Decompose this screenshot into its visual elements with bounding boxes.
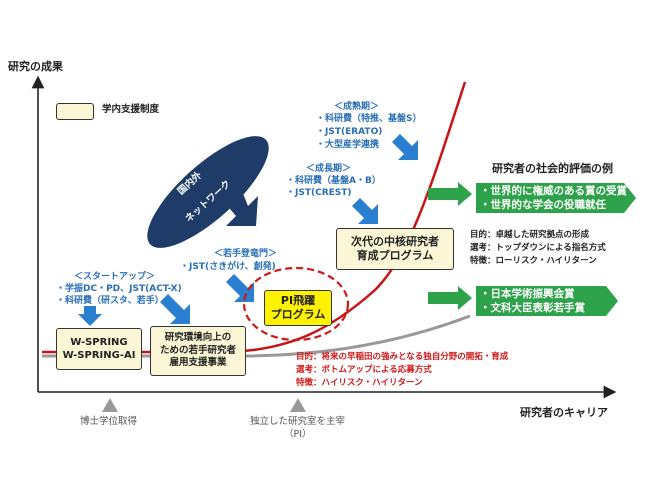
growth-arrow — [352, 198, 378, 224]
core-program-line-2: 育成プログラム — [356, 249, 434, 262]
milestone-phd-marker — [102, 398, 118, 412]
legend-swatch — [56, 103, 94, 120]
pi-program-line-2: プログラム — [270, 308, 326, 321]
growth-curve — [42, 81, 467, 354]
environment-box: 研究環境向上の ための若手研究者 雇用支援事業 — [150, 326, 246, 376]
startup-arrow-head — [78, 314, 102, 326]
milestone-pi-label-2: （PI） — [284, 429, 312, 440]
environment-line-3: 雇用支援事業 — [169, 357, 227, 369]
evaluation-upper-2: ・世界的な学会の役職就任 — [480, 199, 606, 211]
evaluation-title: 研究者の社会的評価の例 — [492, 162, 613, 175]
evaluation-lower-1: ・日本学術振興会賞 — [480, 288, 575, 300]
young-title: ＜若手登竜門＞ — [214, 249, 278, 259]
wspring-box: W-SPRING W-SPRING-AI — [56, 328, 142, 370]
mature-line-3: ・大型産学連携 — [316, 140, 380, 150]
milestone-pi-marker — [290, 398, 306, 412]
core-program-line-1: 次代の中核研究者 — [351, 234, 439, 248]
mature-line-1: ・科研費（特推、基盤S） — [316, 114, 422, 124]
young-arrow — [226, 274, 254, 302]
evaluation-upper-1: ・世界的に権威のある賞の受賞 — [480, 185, 627, 197]
core-desc-2: 選考：トップダウンによる指名方式 — [470, 243, 606, 253]
environment-line-1: 研究環境向上の — [164, 332, 232, 344]
mature-arrow — [392, 134, 418, 160]
evaluation-banner-lower-tip — [606, 286, 618, 316]
mature-title: ＜成熟期＞ — [334, 102, 380, 112]
environment-line-2: ための若手研究者 — [159, 344, 236, 356]
wspring-line-1: W-SPRING — [70, 337, 128, 348]
pi-program-box: PI飛躍 プログラム — [264, 290, 332, 326]
pi-desc-2: 選考：ボトムアップによる応募方式 — [296, 365, 432, 375]
evaluation-banner-lower — [476, 286, 606, 316]
evaluation-banner-upper-tip — [624, 183, 636, 213]
startup-line-1: ・学振DC・PD、JST(ACT-X) — [56, 284, 182, 294]
legend-label: 学内支援制度 — [102, 104, 160, 115]
startup-line-2: ・科研費（研スタ、若手） — [56, 296, 164, 306]
pi-program-line-1: PI飛躍 — [280, 293, 316, 307]
pi-dashed-ellipse — [242, 266, 350, 342]
evaluation-lower-2: ・文科大臣表彰若手賞 — [480, 302, 585, 314]
startup-arrow — [84, 306, 96, 314]
evaluation-arrow-upper — [428, 182, 472, 206]
baseline-curve — [42, 314, 471, 358]
evaluation-arrow-lower — [428, 286, 472, 310]
mature-line-2: ・JST(ERATO) — [316, 127, 383, 137]
pi-desc-3: 特徴：ハイリスク・ハイリターン — [296, 378, 423, 388]
startup-arrow-2 — [160, 294, 190, 324]
core-program-box: 次代の中核研究者 育成プログラム — [336, 228, 454, 270]
core-desc-3: 特徴：ローリスク・ハイリターン — [470, 256, 597, 266]
network-ellipse — [147, 136, 269, 248]
y-axis-label: 研究の成果 — [8, 60, 63, 73]
startup-title: ＜スタートアップ＞ — [74, 272, 156, 282]
growth-title: ＜成長期＞ — [306, 164, 352, 174]
evaluation-banner-upper — [476, 183, 624, 213]
x-axis-label: 研究者のキャリア — [520, 406, 608, 419]
young-line-1: ・JST(さきがけ、創発) — [180, 262, 276, 272]
pi-desc-1: 目的：将来の早稲田の強みとなる独自分野の開拓・育成 — [296, 352, 509, 362]
core-desc-1: 目的：卓越した研究拠点の形成 — [470, 230, 590, 240]
wspring-line-2: W-SPRING-AI — [62, 350, 136, 361]
growth-line-1: ・科研費（基盤A・B） — [286, 176, 381, 186]
network-arrow — [224, 186, 258, 226]
milestone-phd-label: 博士学位取得 — [80, 416, 138, 427]
growth-line-2: ・JST(CREST) — [286, 188, 352, 198]
milestone-pi-label-1: 独立した研究室を主宰 — [250, 416, 346, 427]
